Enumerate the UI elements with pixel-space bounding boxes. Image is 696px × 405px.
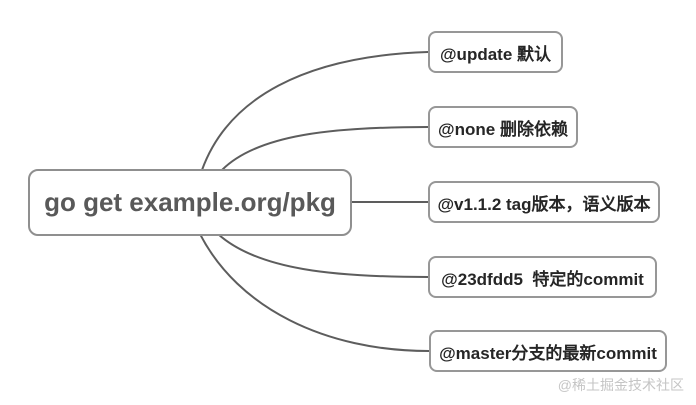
branch-node-label: @23dfdd5 特定的commit: [441, 269, 644, 289]
mindmap-branch-node-tag: @v1.1.2 tag版本，语义版本: [428, 181, 660, 223]
mindmap-branch-node-update: @update 默认: [428, 31, 563, 73]
mindmap-branch-node-master: @master分支的最新commit: [429, 330, 667, 372]
connector-line-none: [221, 126, 429, 171]
mindmap-branch-node-commit: @23dfdd5 特定的commit: [428, 256, 657, 298]
connector-line-commit: [217, 233, 429, 278]
connector-line-master: [199, 233, 430, 352]
root-node-label: go get example.org/pkg: [44, 187, 336, 217]
branch-node-label: @none 删除依赖: [438, 119, 568, 139]
mindmap-branch-node-none: @none 删除依赖: [428, 106, 578, 148]
mindmap-root-node: go get example.org/pkg: [28, 169, 352, 236]
branch-node-label: @master分支的最新commit: [439, 343, 657, 363]
connector-line-update: [201, 51, 429, 171]
branch-node-label: @update 默认: [439, 44, 552, 64]
watermark: @稀土掘金技术社区: [557, 377, 684, 393]
branch-node-label: @v1.1.2 tag版本，语义版本: [437, 194, 651, 214]
